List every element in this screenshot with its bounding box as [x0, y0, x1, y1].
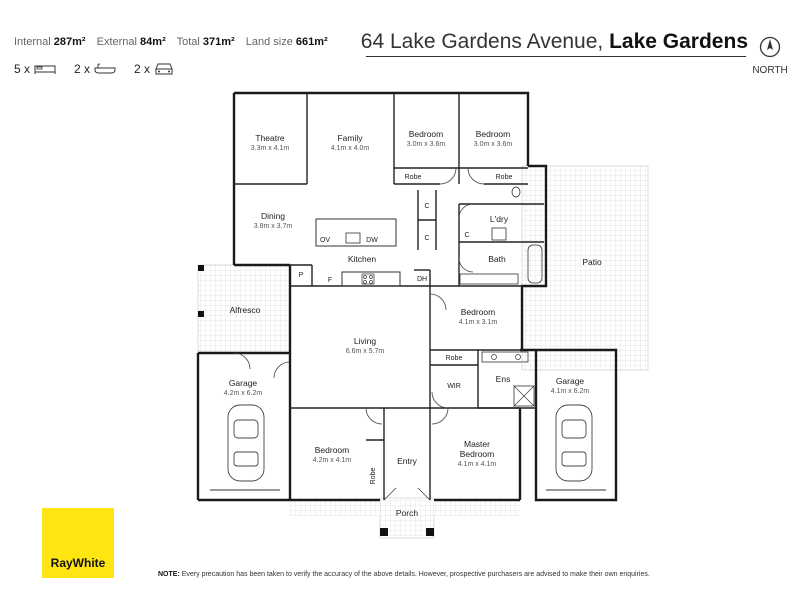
room-bedroom2-name: Bedroom — [476, 129, 511, 139]
note-label: NOTE: — [158, 571, 180, 578]
room-garage-left-dim: 4.2m x 6.2m — [224, 390, 263, 397]
room-garage-right-dim: 4.1m x 6.2m — [551, 388, 590, 395]
room-bedroom1-dim: 3.0m x 3.6m — [407, 141, 446, 148]
robe-label-1: Robe — [405, 174, 422, 181]
car-right — [555, 404, 593, 482]
patio-area — [521, 165, 649, 371]
room-bedroom3-name: Bedroom — [461, 307, 496, 317]
north-label: NORTH — [752, 65, 788, 76]
room-theatre-name: Theatre — [255, 133, 285, 143]
room-bedroom3-dim: 4.1m x 3.1m — [459, 319, 498, 326]
room-master-name: Master — [464, 439, 490, 449]
bath-vanity — [459, 273, 519, 285]
area-summary: Internal 287m² External 84m² Total 371m²… — [14, 36, 336, 48]
north-indicator: NORTH — [752, 36, 788, 76]
porch-area — [379, 497, 435, 539]
room-dining-dim: 3.8m x 3.7m — [254, 223, 293, 230]
compass-icon — [759, 36, 781, 58]
room-master-name-2: Bedroom — [460, 449, 495, 459]
room-bath-name: Bath — [488, 254, 506, 264]
property-address: 64 Lake Gardens Avenue, Lake Gardens — [361, 30, 748, 54]
dh-label: DH — [417, 276, 427, 283]
disclaimer-note: NOTE: Every precaution has been taken to… — [158, 571, 650, 578]
toilet — [511, 186, 521, 198]
car-count: 2 x — [134, 62, 151, 76]
island-sink — [345, 232, 361, 244]
cooktop — [361, 273, 375, 285]
total-value: 371m² — [202, 36, 235, 48]
room-master-dim: 4.1m x 4.1m — [458, 461, 497, 468]
exterior-walls — [196, 91, 618, 502]
room-family-name: Family — [337, 133, 363, 143]
room-living-name: Living — [354, 336, 376, 346]
external-value: 84m² — [140, 36, 166, 48]
bed-count: 5 x — [14, 62, 31, 76]
fridge-label: F — [328, 277, 332, 284]
street-address: 64 Lake Gardens Avenue, — [360, 30, 604, 53]
land-value: 661m² — [295, 36, 328, 48]
room-living-dim: 6.6m x 5.7m — [346, 348, 385, 355]
robe-label-3: Robe — [446, 355, 463, 362]
room-bedroom4-dim: 4.2m x 4.1m — [313, 457, 352, 464]
external-label: External — [96, 36, 137, 48]
room-ens-name: Ens — [496, 374, 511, 384]
room-alfresco-name: Alfresco — [230, 305, 261, 315]
front-path-left — [290, 500, 380, 516]
bathtub — [527, 244, 543, 284]
car-left — [227, 404, 265, 482]
room-garage-left-name: Garage — [229, 378, 258, 388]
laundry-tub — [491, 227, 507, 241]
note-text: Every precaution has been taken to verif… — [181, 571, 650, 578]
cupboard-label-1: C — [424, 203, 429, 210]
logo-text: RayWhite — [50, 556, 106, 570]
room-patio-name: Patio — [582, 257, 602, 267]
robe-label-2: Robe — [496, 174, 513, 181]
interior-walls — [234, 93, 544, 500]
total-label: Total — [176, 36, 200, 48]
room-family-dim: 4.1m x 4.0m — [331, 145, 370, 152]
room-theatre-dim: 3.3m x 4.1m — [251, 145, 290, 152]
bath-icon — [94, 63, 116, 74]
room-bedroom1-name: Bedroom — [409, 129, 444, 139]
dishwasher-label: DW — [366, 237, 378, 244]
raywhite-logo: RayWhite — [42, 508, 114, 578]
alfresco-area — [197, 264, 291, 354]
room-laundry-name: L'dry — [490, 214, 509, 224]
room-dining-name: Dining — [261, 211, 285, 221]
cupboard-label-2: C — [424, 235, 429, 242]
room-bedroom2-dim: 3.0m x 3.6m — [474, 141, 513, 148]
address-rule — [366, 56, 746, 57]
room-bedroom4-name: Bedroom — [315, 445, 350, 455]
front-path-right — [434, 500, 520, 516]
pantry-label: P — [299, 272, 304, 279]
internal-label: Internal — [14, 36, 51, 48]
internal-value: 287m² — [53, 36, 86, 48]
room-porch-name: Porch — [396, 508, 418, 518]
ensuite-vanity — [481, 351, 529, 363]
room-entry-name: Entry — [397, 456, 418, 466]
bed-icon — [34, 65, 56, 74]
robe-label-4: Robe — [370, 468, 377, 485]
car-icon — [155, 63, 173, 75]
feature-counts: 5 x 2 x 2 x — [14, 62, 174, 76]
room-garage-right-name: Garage — [556, 376, 585, 386]
cupboard-label-3: C — [464, 232, 469, 239]
kitchen-island — [315, 218, 397, 247]
room-wir-name: WIR — [447, 383, 461, 390]
bath-count: 2 x — [74, 62, 91, 76]
door-swings — [233, 167, 485, 425]
pillars — [198, 265, 434, 536]
land-label: Land size — [245, 36, 293, 48]
room-kitchen-name: Kitchen — [348, 254, 377, 264]
ensuite-shower — [513, 385, 535, 407]
suburb-name: Lake Gardens — [609, 30, 748, 53]
oven-label: OV — [320, 237, 330, 244]
kitchen-bench — [341, 271, 401, 287]
